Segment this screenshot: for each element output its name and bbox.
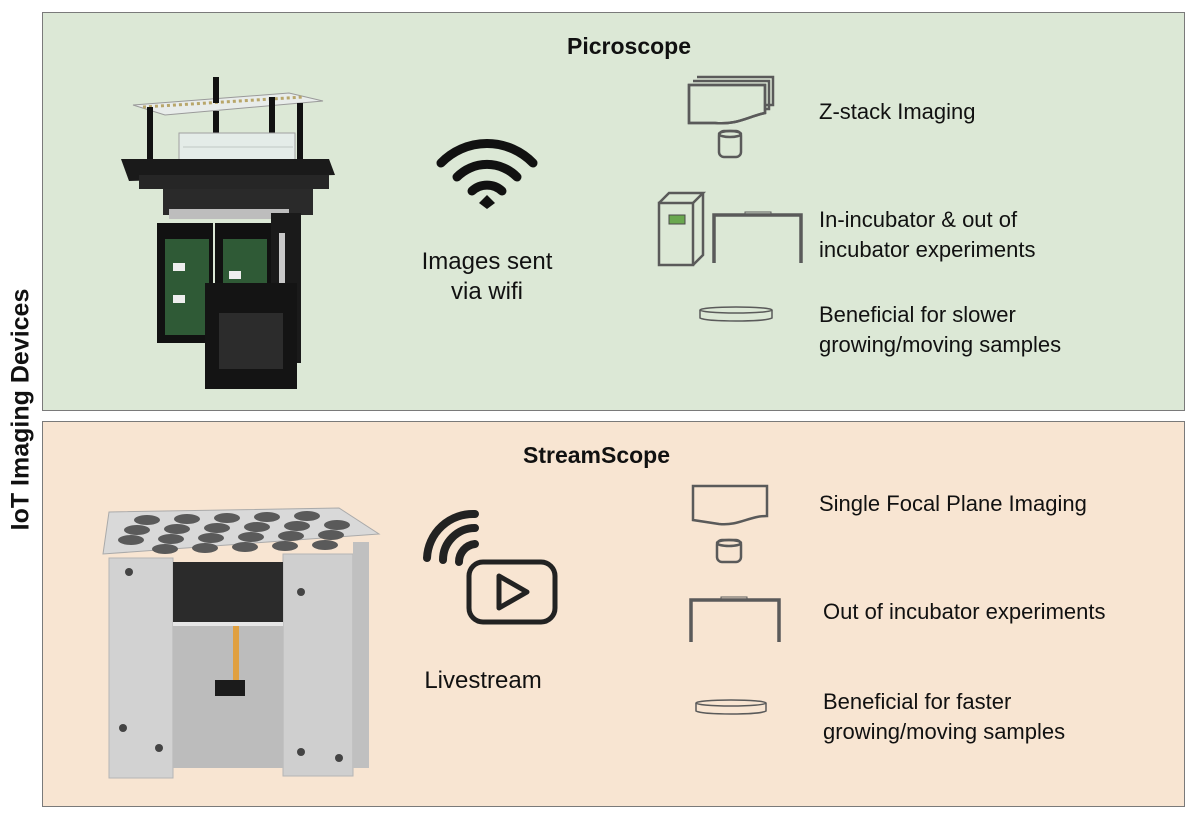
wifi-caption: Images sent via wifi — [403, 247, 571, 307]
feature-line: Beneficial for faster — [823, 689, 1012, 714]
feature-line: Single Focal Plane Imaging — [819, 491, 1087, 516]
feature-line: incubator experiments — [819, 237, 1036, 262]
streamscope-panel: StreamScope — [42, 421, 1185, 807]
feature-faster-samples: Beneficial for faster growing/moving sam… — [823, 687, 1065, 747]
petri-dish-icon — [699, 306, 773, 322]
picroscope-panel: Picroscope — [42, 12, 1185, 411]
feature-line: Beneficial for slower — [819, 302, 1016, 327]
z-stack-icon — [687, 75, 775, 159]
feature-line: Z-stack Imaging — [819, 99, 976, 124]
single-focal-plane-icon — [691, 484, 769, 564]
stage-icon — [689, 596, 781, 642]
picroscope-title: Picroscope — [567, 33, 691, 59]
side-label-text: IoT Imaging Devices — [6, 288, 35, 530]
livestream-caption: Livestream — [423, 666, 543, 696]
feature-out-of-incubator: Out of incubator experiments — [823, 597, 1105, 627]
feature-single-focal-plane: Single Focal Plane Imaging — [819, 489, 1087, 519]
feature-slower-samples: Beneficial for slower growing/moving sam… — [819, 300, 1061, 360]
feature-z-stack: Z-stack Imaging — [819, 97, 976, 127]
feature-line: growing/moving samples — [819, 332, 1062, 357]
feature-line: growing/moving samples — [823, 719, 1066, 744]
petri-dish-icon — [695, 699, 767, 715]
incubator-and-stage-icon — [657, 191, 803, 267]
feature-incubator: In-incubator & out of incubator experime… — [819, 205, 1035, 265]
picroscope-device-photo — [121, 77, 335, 389]
side-label: IoT Imaging Devices — [4, 12, 38, 806]
livestream-caption-line: Livestream — [424, 667, 542, 694]
wifi-icon — [436, 139, 538, 209]
streamscope-title: StreamScope — [523, 442, 671, 468]
streamscope-device-photo — [102, 507, 381, 779]
wifi-caption-line: via wifi — [450, 278, 523, 305]
feature-line: Out of incubator experiments — [823, 599, 1106, 624]
feature-line: In-incubator & out of — [819, 207, 1018, 232]
wifi-caption-line: Images sent — [421, 248, 553, 275]
livestream-icon — [423, 509, 558, 625]
